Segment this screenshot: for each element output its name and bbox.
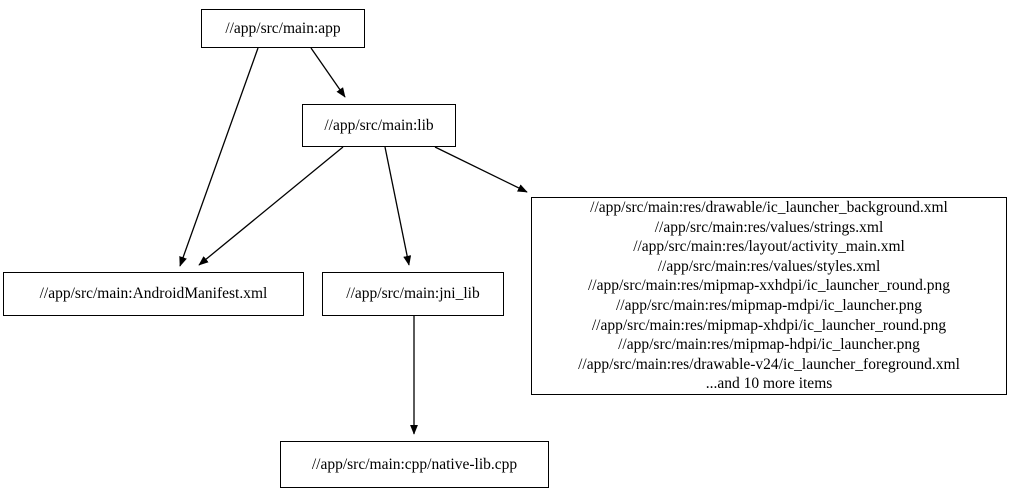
node-lib[interactable]: //app/src/main:lib: [302, 104, 456, 147]
node-app[interactable]: //app/src/main:app: [201, 9, 365, 48]
node-res-group[interactable]: //app/src/main:res/drawable/ic_launcher_…: [531, 197, 1007, 395]
edge-lib-to-manifest: [198, 146, 344, 266]
node-native-lib-cpp-label: //app/src/main:cpp/native-lib.cpp: [311, 455, 518, 473]
node-native-lib-cpp[interactable]: //app/src/main:cpp/native-lib.cpp: [280, 441, 549, 488]
node-android-manifest[interactable]: //app/src/main:AndroidManifest.xml: [3, 272, 304, 316]
edge-lib-to-jni_lib: [384, 146, 412, 266]
edge-app-to-manifest: [179, 47, 259, 267]
edge-lib-to-res: [434, 146, 528, 193]
node-jni-lib-label: //app/src/main:jni_lib: [346, 285, 480, 303]
node-lib-label: //app/src/main:lib: [324, 116, 434, 134]
edge-app-to-lib: [310, 47, 346, 98]
node-res-group-label: //app/src/main:res/drawable/ic_launcher_…: [578, 199, 960, 393]
node-jni-lib[interactable]: //app/src/main:jni_lib: [322, 272, 504, 316]
node-app-label: //app/src/main:app: [225, 19, 341, 37]
node-android-manifest-label: //app/src/main:AndroidManifest.xml: [39, 285, 268, 303]
